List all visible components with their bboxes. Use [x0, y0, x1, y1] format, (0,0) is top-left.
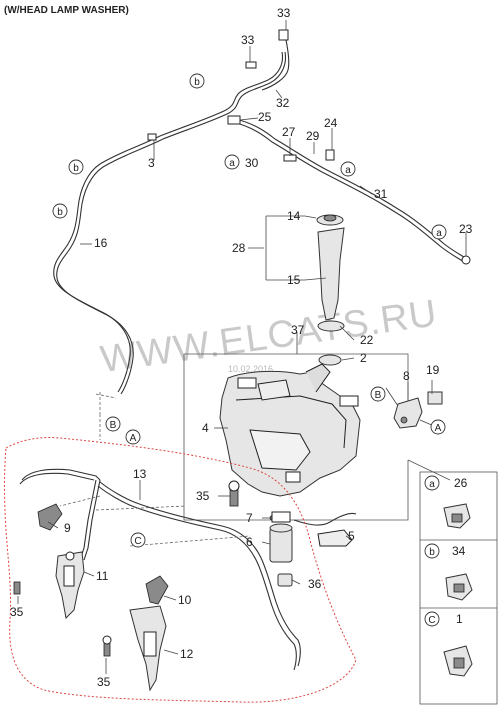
legend-ref-circle [424, 611, 440, 627]
part-number: 37 [291, 323, 305, 337]
bracket-group [393, 391, 443, 429]
part-number: 23 [459, 222, 473, 236]
connector-36 [277, 573, 293, 587]
ref-b-circle [52, 203, 68, 219]
part-numbers: 33 33 32 25 27 29 24 3 30 31 23 16 14 28… [10, 6, 473, 689]
hose-clips [147, 29, 471, 265]
ref-a-circle [340, 161, 356, 177]
ref-a-label: a [229, 158, 235, 169]
part-number: 35 [97, 675, 111, 689]
part-number: 5 [348, 529, 355, 543]
ref-A-circle [430, 419, 446, 435]
part-number: 35 [10, 605, 24, 619]
part-number: 36 [308, 577, 322, 591]
part-number: 9 [64, 521, 71, 535]
part-number: 19 [426, 363, 440, 377]
part-number: 28 [232, 241, 246, 255]
part-number: 10 [178, 593, 192, 607]
ref-b-circle [68, 159, 84, 175]
part-number: 30 [245, 156, 259, 170]
ref-b-label: b [194, 77, 200, 88]
ref-b-label: b [73, 163, 79, 174]
part-number: 2 [360, 351, 367, 365]
part-number: 32 [276, 96, 290, 110]
part-number: 24 [324, 116, 338, 130]
part-number: 22 [360, 333, 374, 347]
ref-A-label: A [435, 423, 442, 434]
legend-ref-label: C [428, 615, 435, 626]
ref-A-label: A [130, 433, 137, 444]
washer-group-outline [4, 437, 357, 703]
ref-b-circle [189, 73, 205, 89]
part-number: 15 [287, 273, 301, 287]
ref-a-label: a [345, 165, 351, 176]
legend-table: a 26 b 34 C 1 [419, 471, 498, 705]
ref-A-circle [125, 429, 141, 445]
part-number: 27 [282, 125, 296, 139]
part-number: 7 [246, 511, 253, 525]
legend-part-number: 1 [456, 612, 463, 626]
ref-B-label: B [375, 390, 382, 401]
leader-lines [17, 20, 467, 674]
ref-B-label: B [110, 420, 117, 431]
watermark-date: 10.02.2016 [228, 364, 273, 374]
ref-B-circle [370, 386, 386, 402]
ref-a-circle [431, 224, 447, 240]
legend-ref-label: a [429, 479, 435, 490]
ref-b-label: b [57, 207, 63, 218]
legend-ref-circle [424, 475, 440, 491]
diagram-title: (W/HEAD LAMP WASHER) [4, 5, 129, 16]
washer-nozzle-left [13, 503, 85, 620]
legend-ref-label: b [429, 547, 435, 558]
part-number: 14 [287, 209, 301, 223]
part-number: 33 [241, 33, 255, 47]
part-number: 13 [133, 467, 147, 481]
clip-icon [445, 573, 473, 601]
part-number: 31 [374, 187, 388, 201]
ref-a-circle [224, 154, 240, 170]
part-number: 11 [96, 569, 109, 583]
hose-assembly [53, 39, 468, 395]
reference-marks: b b b a a a B A B A C [52, 73, 447, 548]
part-number: 35 [196, 489, 210, 503]
headlamp-washer-hoses [19, 468, 301, 671]
clip-icon [443, 503, 471, 529]
ref-C-label: C [134, 536, 141, 547]
part-number: 29 [306, 129, 320, 143]
clip-icon [443, 645, 473, 677]
washer-nozzle-right [102, 575, 169, 692]
filler-neck [316, 214, 345, 366]
part-number: 12 [180, 647, 194, 661]
washer-reservoir [183, 353, 451, 563]
ref-a-label: a [436, 228, 442, 239]
part-number: 3 [148, 156, 155, 170]
part-number: 33 [277, 6, 291, 20]
legend-part-number: 26 [454, 476, 468, 490]
legend-ref-circle [424, 543, 440, 559]
part-number: 6 [246, 535, 253, 549]
ref-B-circle [105, 416, 121, 432]
part-number: 16 [94, 236, 108, 250]
part-number: 8 [403, 369, 410, 383]
part-number: 25 [258, 110, 272, 124]
legend-part-number: 34 [452, 544, 466, 558]
part-number: 4 [202, 421, 209, 435]
ref-C-circle [130, 532, 146, 548]
